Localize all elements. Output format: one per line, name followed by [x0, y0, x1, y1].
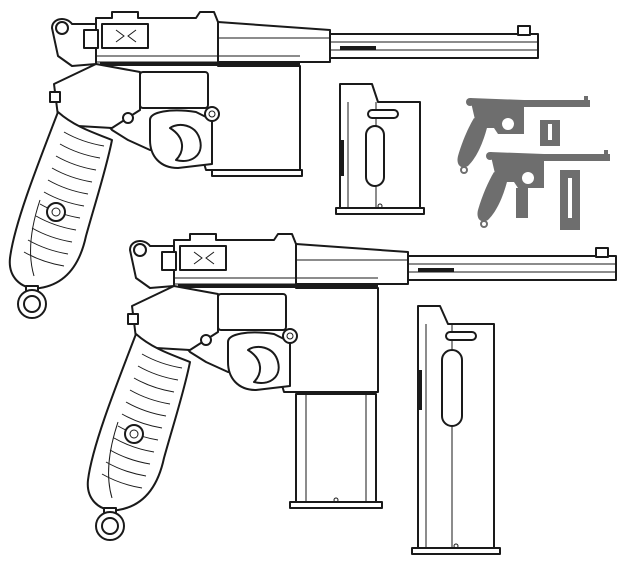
detached-magazine-long: [411, 305, 501, 555]
pistol-silhouette-short: [456, 95, 591, 174]
magazine-floorplate: [211, 169, 303, 177]
pistol-silhouette-long: [476, 149, 611, 230]
pistol-outline-small-magazine: [8, 11, 540, 319]
pistol-outline-extended-magazine: [86, 233, 618, 541]
detached-magazine-short: [335, 83, 425, 215]
extended-magazine-inserted: [289, 393, 383, 509]
